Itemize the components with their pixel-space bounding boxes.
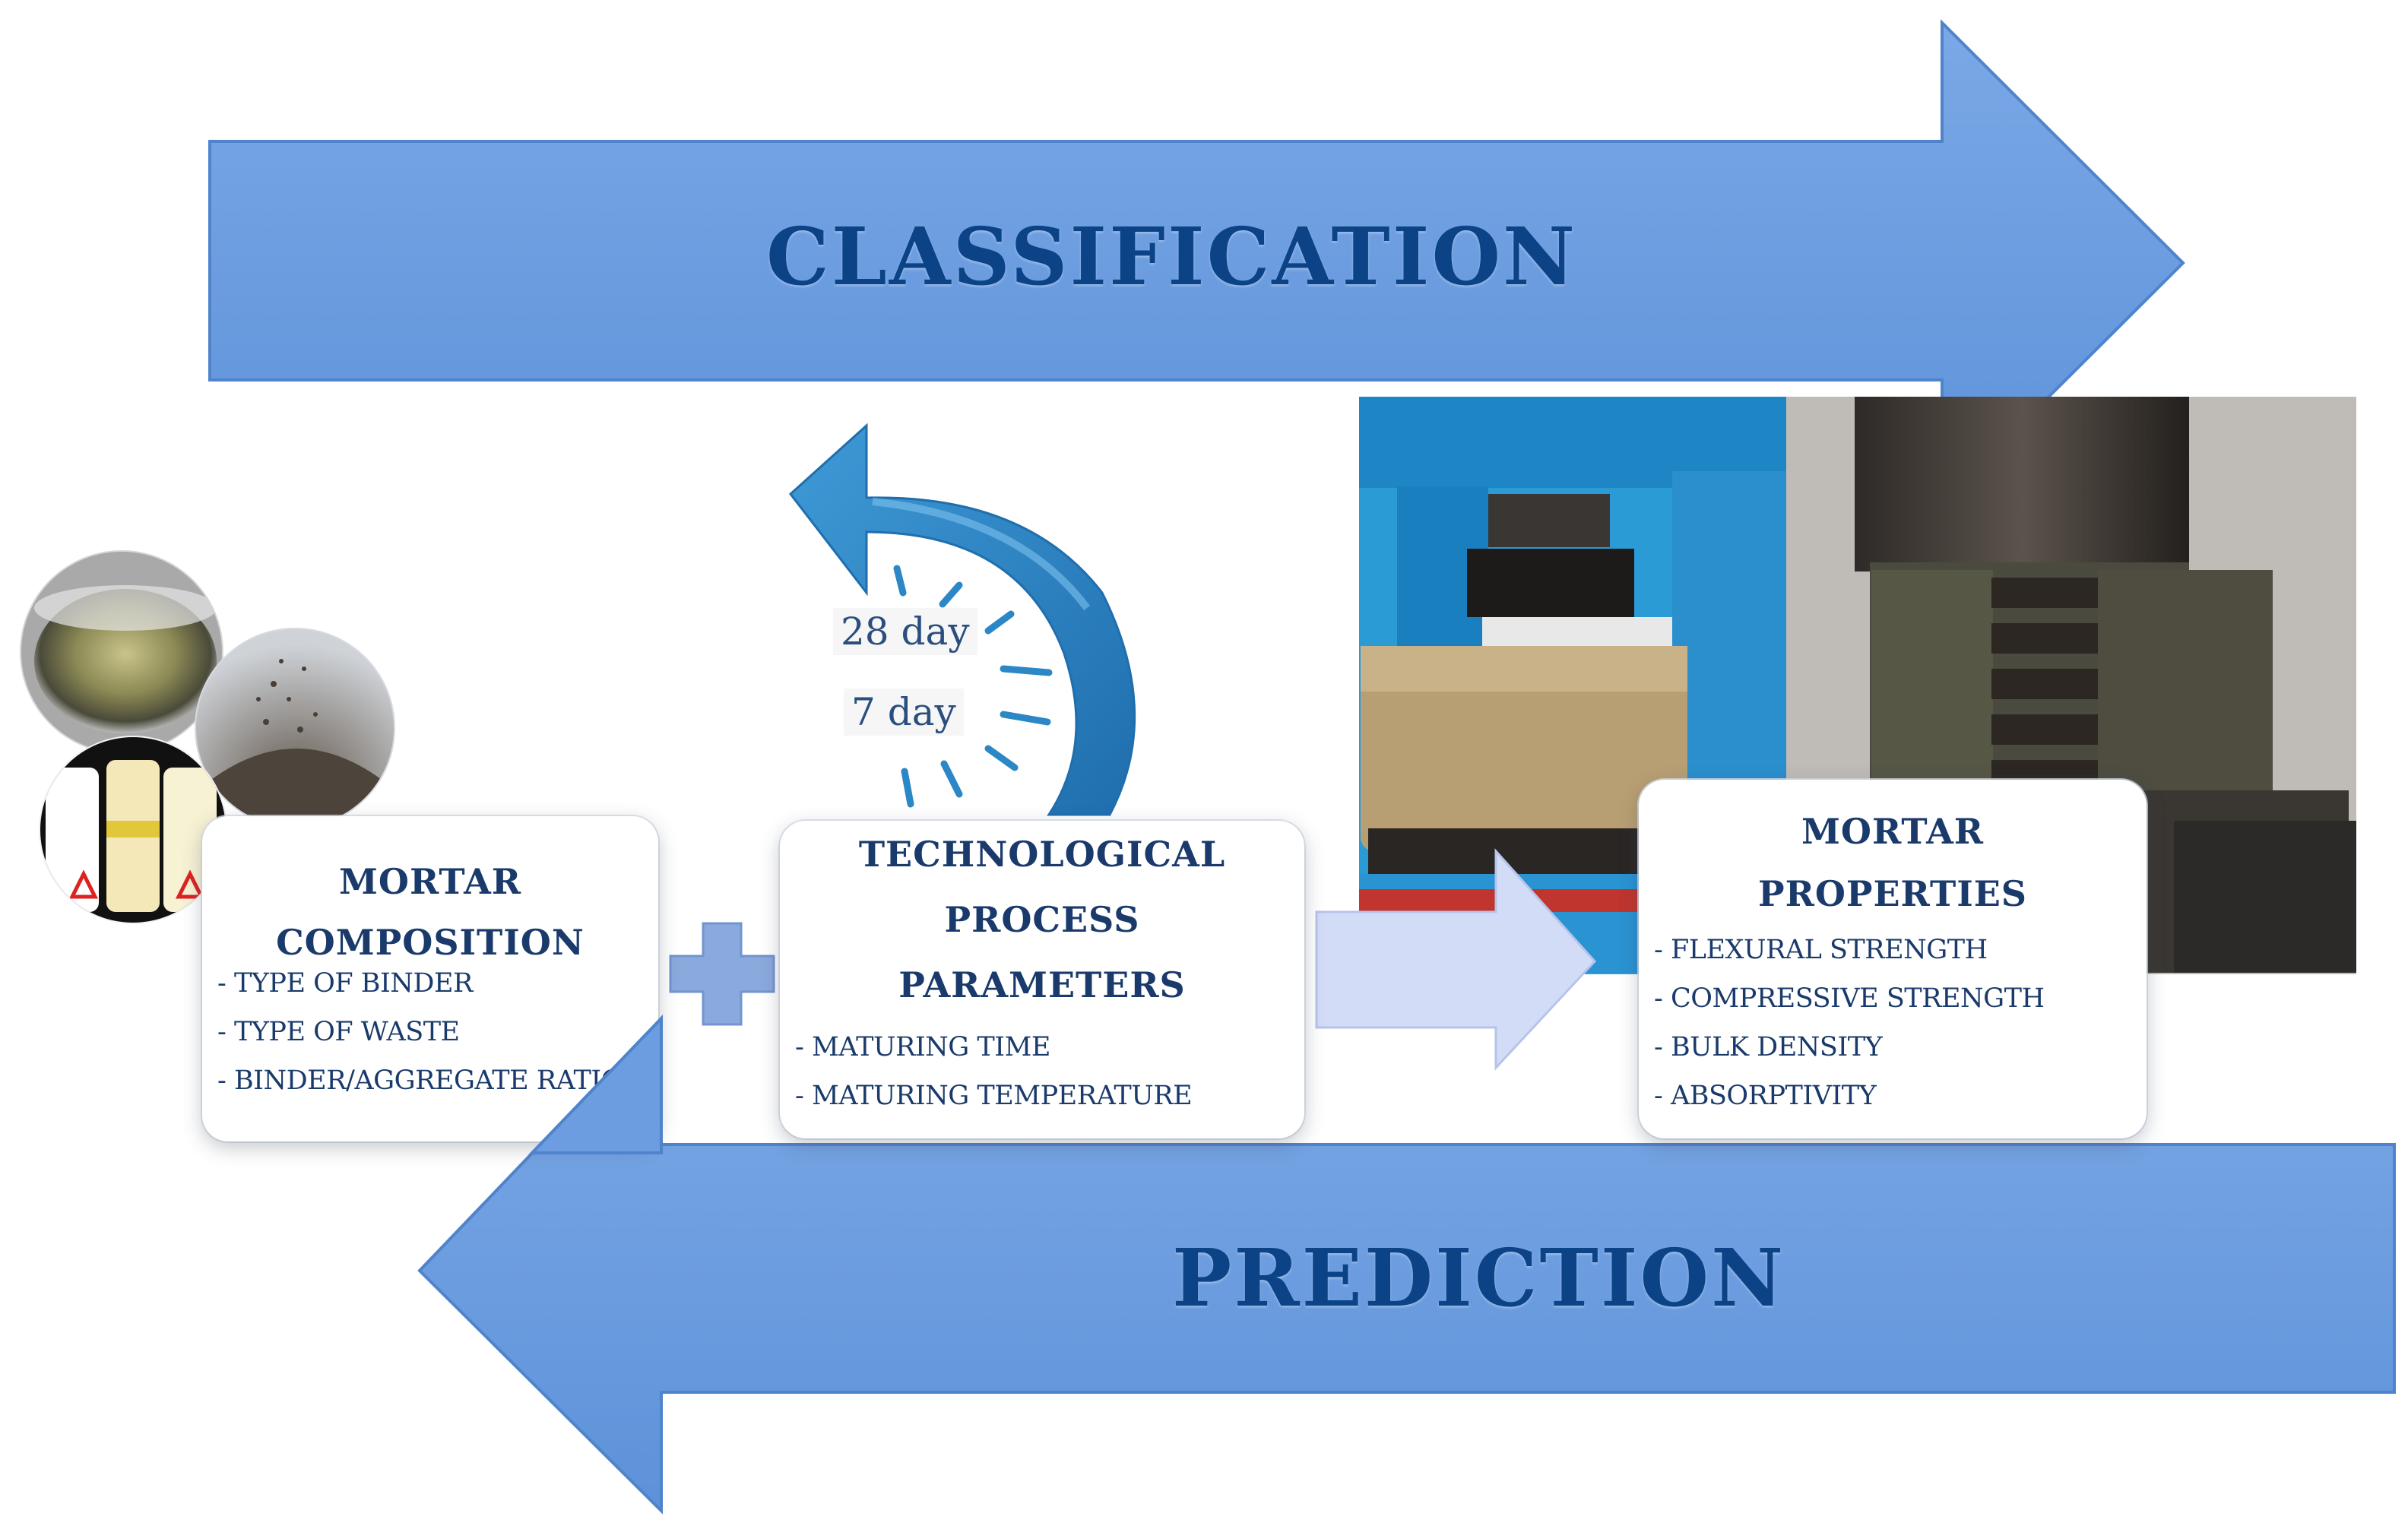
- process-title-line2: PROCESS: [944, 899, 1140, 940]
- composition-item-ratio: - BINDER/AGGREGATE RATIO: [217, 1065, 623, 1096]
- properties-item-flexural: - FLEXURAL STRENGTH: [1654, 935, 1988, 965]
- maturing-cycle-arrow: [788, 423, 1136, 816]
- prediction-label: PREDICTION: [1172, 1231, 1786, 1325]
- composition-item-waste: - TYPE OF WASTE: [217, 1017, 460, 1047]
- materials-photos: [20, 550, 395, 924]
- properties-item-absorptivity: - ABSORPTIVITY: [1654, 1081, 1877, 1111]
- composition-item-binder: - TYPE OF BINDER: [217, 968, 473, 999]
- mortar-properties-box: MORTAR PROPERTIES - FLEXURAL STRENGTH - …: [1639, 780, 2147, 1138]
- classification-arrow: [208, 19, 2185, 507]
- process-title-line1: TECHNOLOGICAL: [858, 834, 1226, 875]
- process-to-properties-arrow: [1315, 848, 1597, 1071]
- properties-item-density: - BULK DENSITY: [1654, 1032, 1883, 1062]
- process-item-time: - MATURING TIME: [795, 1032, 1050, 1062]
- process-title-line3: PARAMETERS: [898, 964, 1186, 1005]
- properties-item-compressive: - COMPRESSIVE STRENGTH: [1654, 983, 2045, 1014]
- day-28-label: 28 day: [833, 608, 977, 655]
- plus-icon: [669, 922, 775, 1026]
- process-parameters-box: TECHNOLOGICAL PROCESS PARAMETERS - MATUR…: [780, 821, 1304, 1138]
- clock-ticks: [893, 565, 1053, 808]
- process-item-temperature: - MATURING TEMPERATURE: [795, 1081, 1193, 1111]
- properties-title-line1: MORTAR: [1801, 811, 1985, 852]
- classification-label: CLASSIFICATION: [766, 210, 1578, 303]
- properties-title-line2: PROPERTIES: [1758, 873, 2027, 914]
- composition-title-line2: COMPOSITION: [276, 922, 585, 963]
- mortar-composition-box: MORTAR COMPOSITION - TYPE OF BINDER - TY…: [202, 816, 658, 1141]
- composition-title-line1: MORTAR: [338, 861, 522, 902]
- day-7-label: 7 day: [844, 689, 964, 736]
